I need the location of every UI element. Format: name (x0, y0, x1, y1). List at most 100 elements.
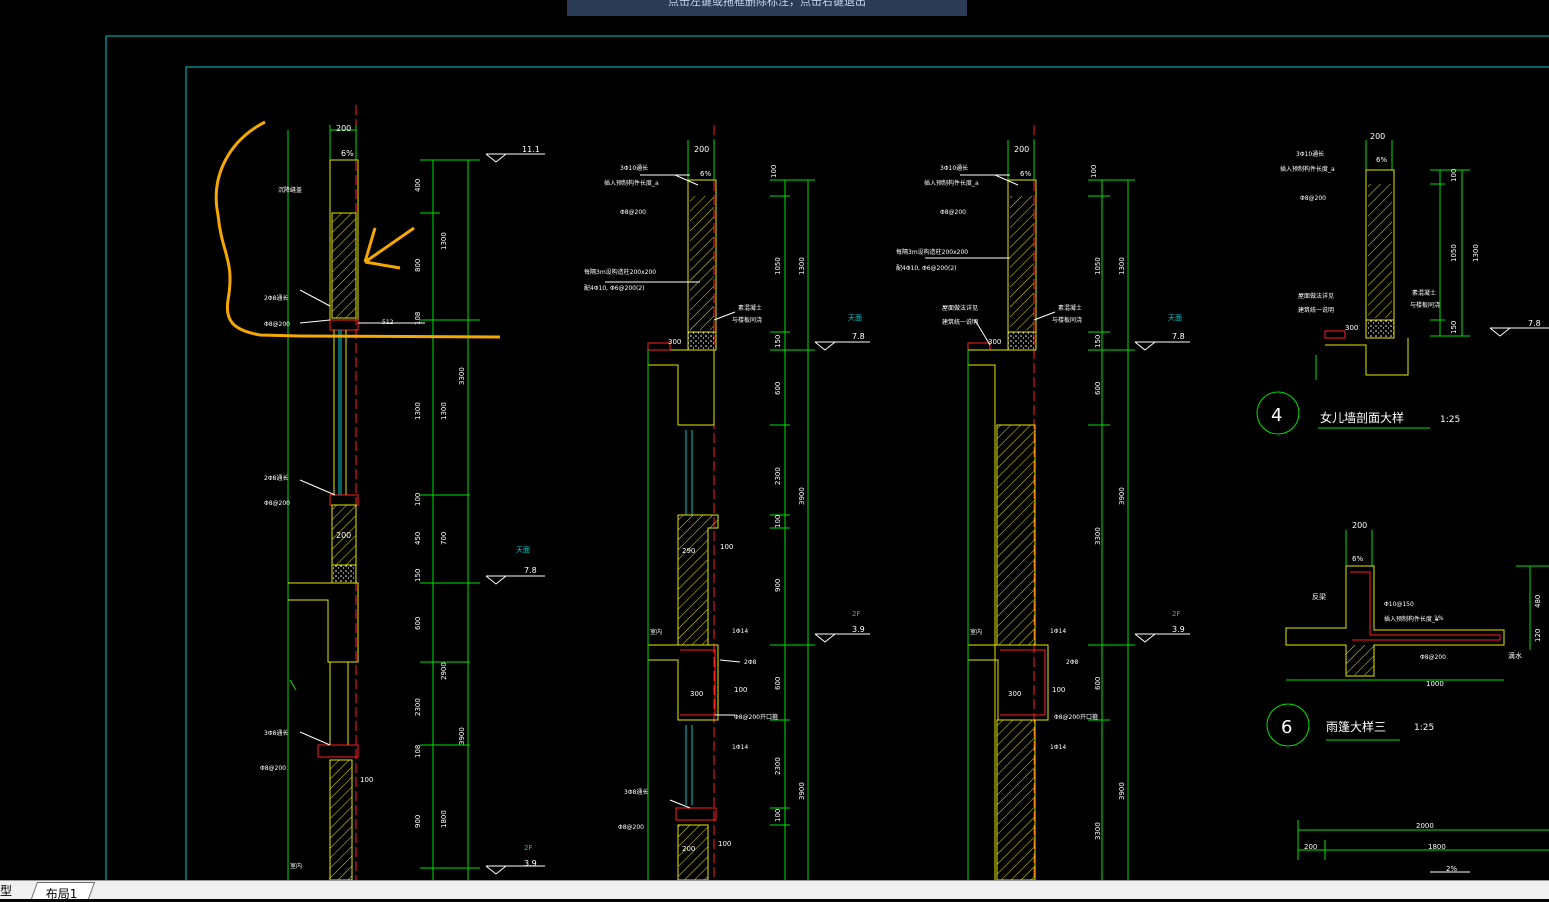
inner-frame (185, 66, 1549, 898)
section-2 (605, 125, 870, 881)
dim-text: 600 (1094, 382, 1102, 395)
dim-text: 200 (694, 145, 709, 154)
dim-text: 6% (1352, 555, 1363, 563)
dim-text: 1800 (1428, 843, 1446, 851)
outer-frame (105, 35, 1549, 897)
note-text: 插入预制构件长度_a (1280, 165, 1335, 173)
dim-text: 100 (774, 809, 782, 822)
dim-text: 200 (1304, 843, 1317, 851)
level-text: 7.8 (1528, 319, 1541, 328)
note-text: 屋面做法详见 (942, 304, 978, 312)
dim-text: 400 (414, 179, 422, 192)
tab-layout1-label: 布局1 (45, 887, 78, 901)
rebar-text: Φ10@150 (1384, 601, 1414, 608)
dim-text: 1050 (774, 257, 782, 275)
dim-text: 800 (414, 259, 422, 272)
dim-text: 200 (336, 124, 351, 133)
dim-text: 6% (700, 170, 711, 178)
dim-text: 100 (720, 543, 733, 551)
command-tooltip: 点击左键或拖框删除标注，点击右键退出 (567, 0, 967, 16)
note-text: 配4Φ10, Φ6@200(2) (584, 285, 644, 292)
dim-text: 3900 (798, 782, 806, 800)
detail-title: 女儿墙剖面大样 (1320, 410, 1404, 425)
detail-scale: 1:25 (1414, 723, 1434, 733)
rebar-text: Φ8@200 (1420, 654, 1446, 661)
note-text: 插入预制构件长度_a (924, 179, 979, 187)
rebar-text: Φ8@200开口箍 (734, 713, 778, 721)
dim-text: 3900 (798, 487, 806, 505)
detail-scale: 1:25 (1440, 415, 1460, 425)
dim-text: 6% (1376, 156, 1387, 164)
layout-tab-bar: 型 布局1 (0, 880, 1549, 901)
dim-text: 1300 (414, 402, 422, 420)
note-text: 与楼板同浇 (732, 316, 762, 324)
command-tooltip-text: 点击左键或拖框删除标注，点击右键退出 (668, 0, 866, 8)
tab-model[interactable]: 型 (0, 884, 13, 898)
level-text: 3.9 (852, 625, 865, 634)
detail-title: 雨篷大样三 (1326, 719, 1386, 734)
rebar-text: 1Φ14 (1050, 744, 1066, 751)
dim-text: 2300 (414, 698, 422, 716)
rebar-text: 3Φ8通长 (264, 729, 288, 737)
dim-text: 700 (440, 532, 448, 545)
dim-text: 120 (1534, 629, 1542, 642)
note-text: 每隔3m设构造柱200x200 (896, 248, 968, 256)
note-text: 滴水 (1508, 651, 1522, 660)
dim-text: 600 (1094, 677, 1102, 690)
bottom-dims (1297, 820, 1549, 873)
dim-text: 100 (414, 493, 422, 506)
dim-text: 100 (770, 165, 778, 178)
level-text: 11.1 (522, 145, 540, 154)
dim-text: 450 (414, 532, 422, 545)
rebar-text: 3Φ10通长 (620, 164, 648, 172)
note-text: 与楼板同浇 (1052, 316, 1082, 324)
dim-text: 1% (1434, 615, 1444, 622)
dim-text: 3900 (1118, 487, 1126, 505)
section-1 (287, 105, 545, 881)
level-text: 3.9 (524, 859, 537, 868)
dim-text: 3900 (1118, 782, 1126, 800)
note-text: 屋面做法详见 (1298, 292, 1334, 300)
rebar-text: 2Φ8 (744, 659, 757, 666)
roof-text: 天面 (516, 546, 530, 554)
dim-text: 1300 (1472, 244, 1480, 262)
label-text: 沉降缝盖 (278, 186, 302, 194)
level-text: 3.9 (1172, 625, 1185, 634)
rebar-text: Φ8@200 (940, 209, 966, 216)
dim-text: 2900 (440, 662, 448, 680)
room-text: 室内 (970, 628, 982, 636)
dim-text: 100 (1450, 169, 1458, 182)
dim-text: 2300 (774, 757, 782, 775)
floor-text: 2F (852, 610, 860, 618)
dim-text: 1300 (440, 232, 448, 250)
dim-text: 1300 (798, 257, 806, 275)
dim-text: 600 (774, 677, 782, 690)
note-text: 建筑统一说明 (1298, 306, 1334, 314)
tab-layout1[interactable]: 布局1 (30, 882, 95, 901)
detail-number: 4 (1271, 405, 1282, 426)
dim-text: 290 (682, 547, 695, 555)
note-text: 素混凝土 (1058, 304, 1082, 312)
rebar-text: 1Φ14 (732, 628, 748, 635)
room-text: 室内 (650, 628, 662, 636)
note-text: 与楼板同浇 (1410, 301, 1440, 309)
rebar-text: Φ8@200 (620, 209, 646, 216)
rebar-text: 3Φ10通长 (940, 164, 968, 172)
dim-text: 2300 (774, 467, 782, 485)
rebar-text: 2Φ8通长 (264, 294, 288, 302)
dim-text: 2% (1446, 865, 1457, 873)
dim-text: 300 (1008, 690, 1021, 698)
note-text: 每隔3m设构造柱200x200 (584, 268, 656, 276)
level-text: 7.8 (524, 566, 537, 575)
rebar-text: 1Φ14 (732, 744, 748, 751)
dim-text: 150 (1094, 335, 1102, 348)
drawing-svg: 200 6% 11.1 沉降缝盖 2Φ8通长 Φ8@200 512 2Φ8通长 … (105, 35, 1549, 898)
dim-text: 1050 (1094, 257, 1102, 275)
rebar-text: 2Φ8通长 (264, 474, 288, 482)
roof-text: 天面 (1168, 314, 1182, 322)
section-3 (925, 125, 1190, 881)
dim-text: 300 (1345, 324, 1358, 332)
note-text: 反梁 (1312, 592, 1326, 601)
rebar-text: Φ8@200 (264, 321, 290, 328)
